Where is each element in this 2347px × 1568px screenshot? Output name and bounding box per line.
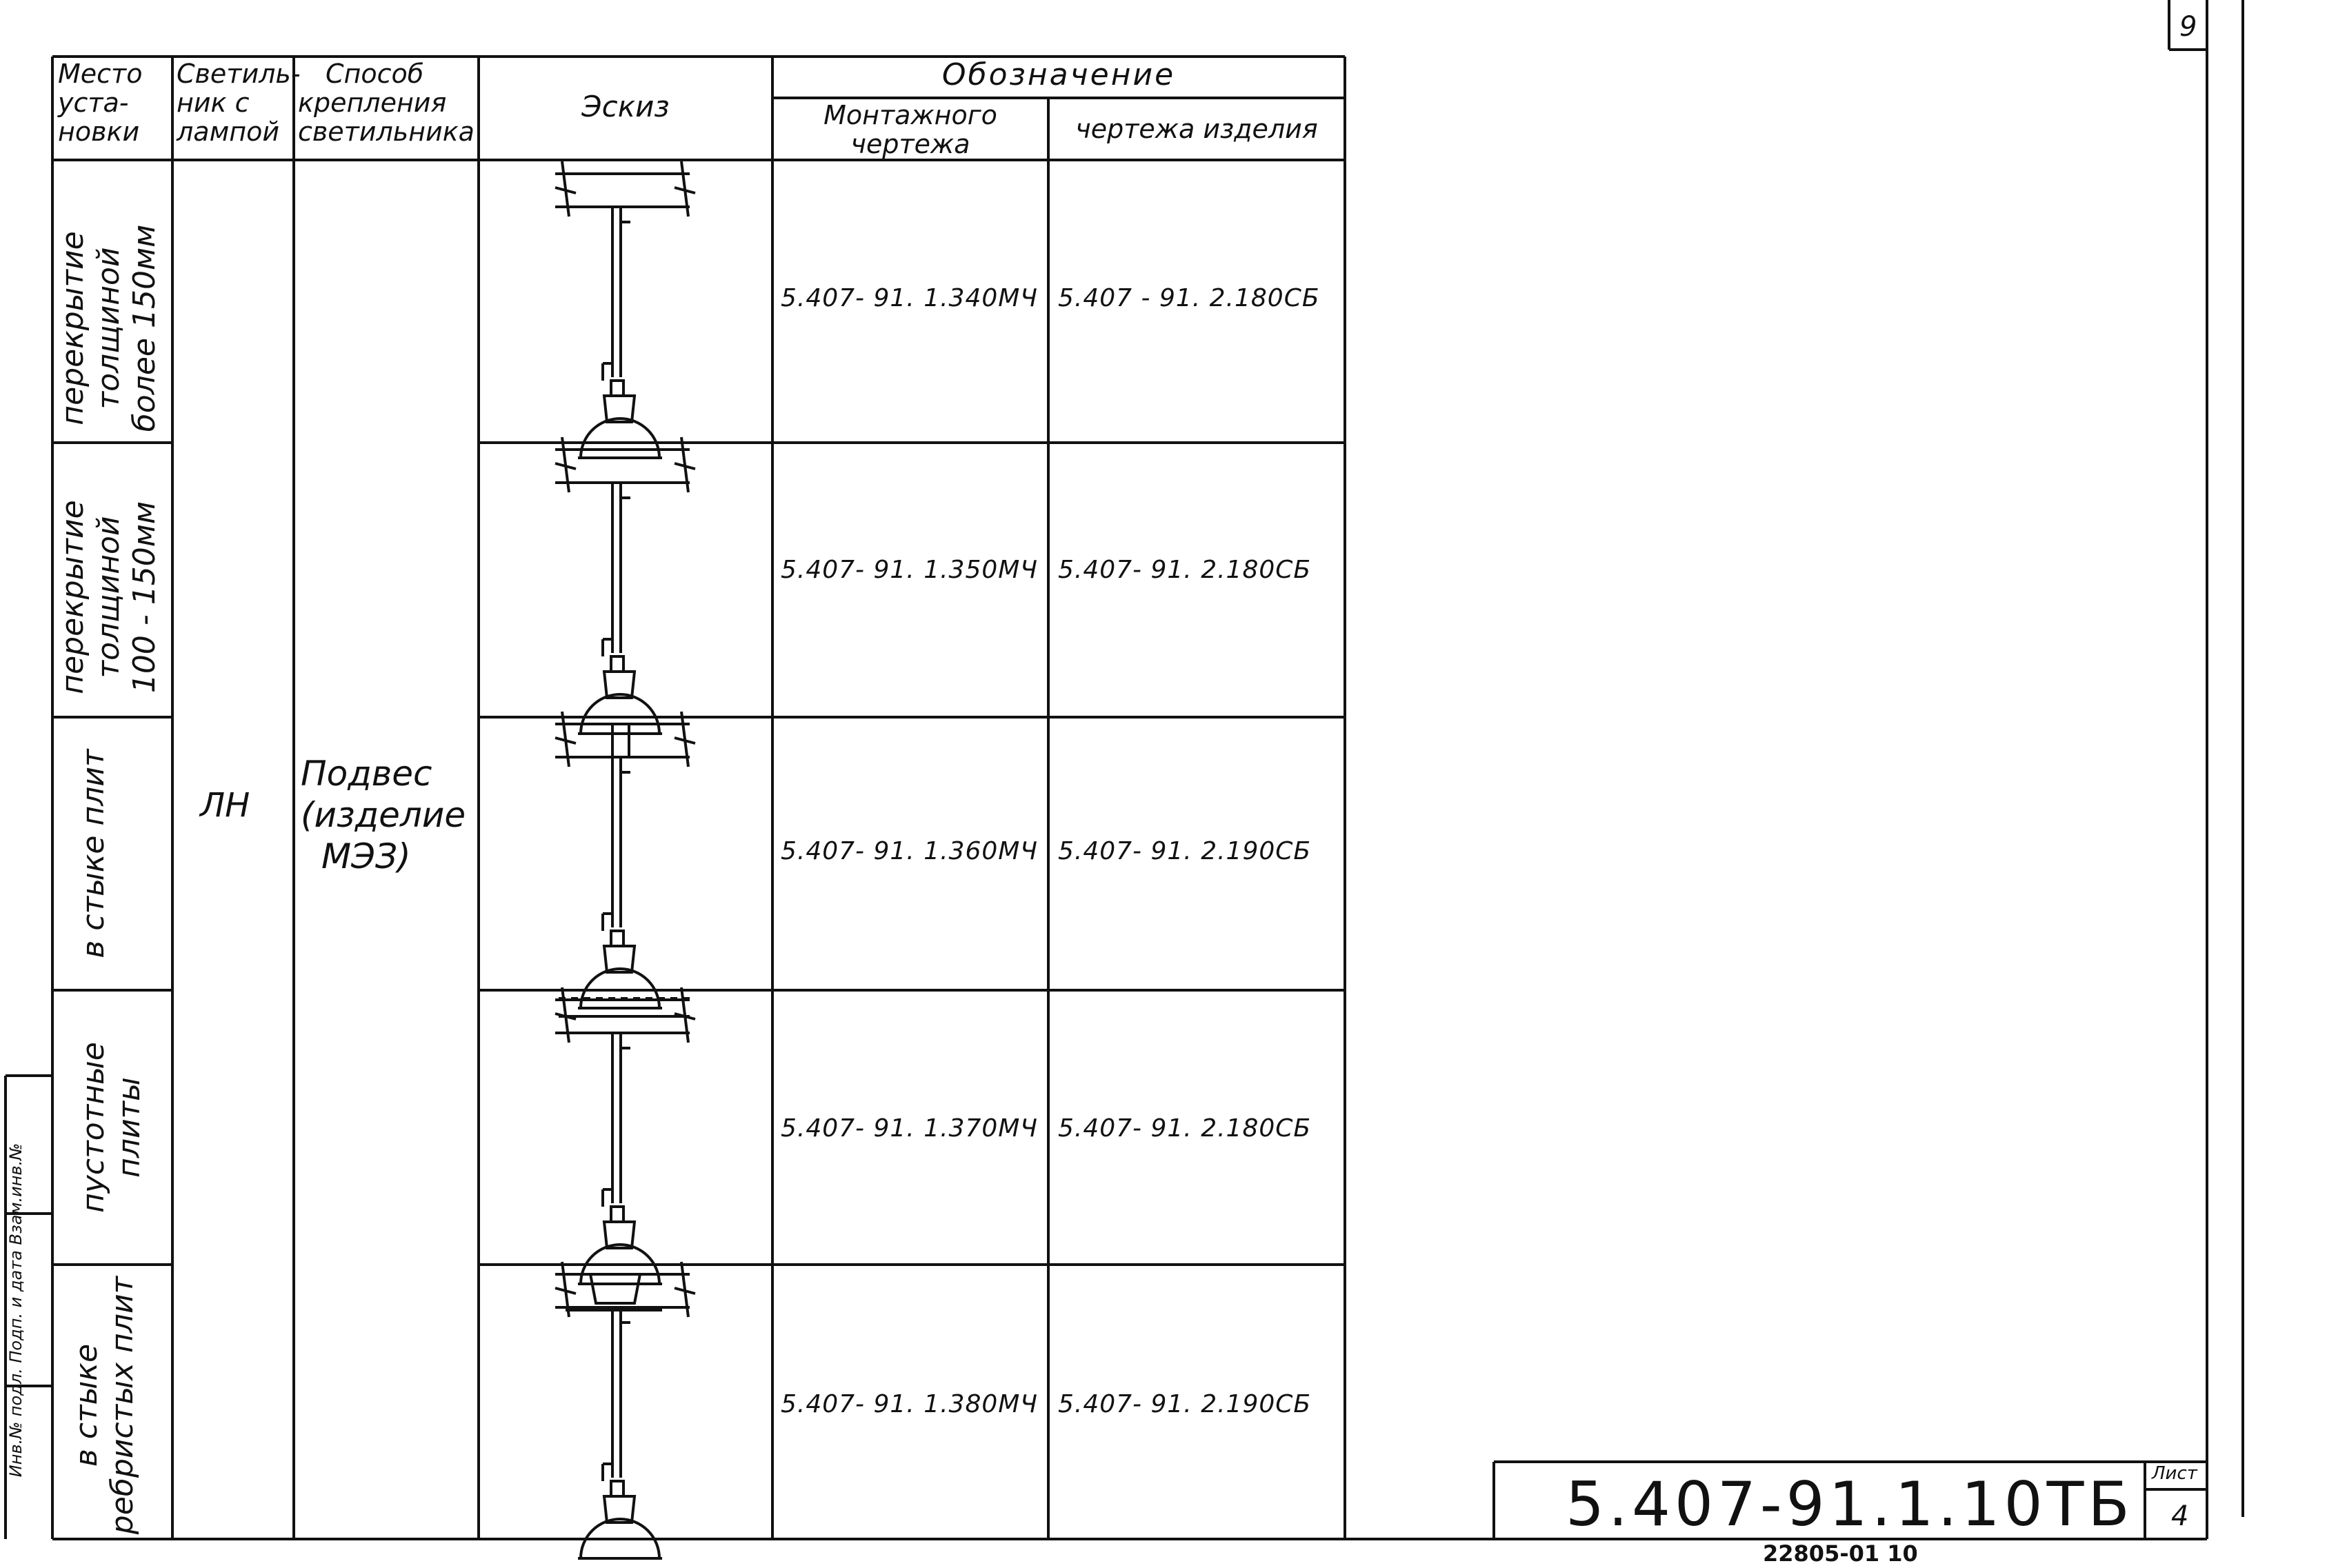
mount-method-line: МЭЗ): [321, 836, 411, 876]
header-product-drawing: чертежа изделия: [1075, 114, 1318, 144]
header-lamp-line: Светиль-: [177, 59, 301, 89]
archive-number: 22805-01 10: [1763, 1540, 1918, 1567]
header-mount-line: крепления: [298, 88, 447, 118]
stamp-sheet-number: 4: [2171, 1500, 2189, 1532]
header-place-line: уста-: [58, 88, 129, 118]
header-mount-line: светильника: [298, 117, 475, 147]
stamp-doc-code: 5.407-91.1.10ТБ: [1566, 1469, 2134, 1540]
header-mount: Способ крепления светильника: [298, 59, 477, 146]
mount-method-line: Подвес: [301, 754, 432, 794]
product-code: 5.407- 91. 2.180СБ: [1058, 556, 1312, 584]
header-assembly: Монтажного чертежа: [772, 101, 1048, 159]
sketch-row-3: [554, 710, 697, 1009]
header-designation: Обозначение: [941, 57, 1176, 92]
header-lamp-line: лампой: [177, 117, 280, 147]
assembly-code: 5.407- 91. 1.380МЧ: [781, 1390, 1038, 1418]
stamp-sheet-label: Лист: [2152, 1463, 2197, 1484]
header-assembly-line: чертежа: [850, 129, 970, 159]
product-code: 5.407- 91. 2.180СБ: [1058, 1114, 1312, 1143]
assembly-code: 5.407- 91. 1.340МЧ: [781, 284, 1038, 312]
product-code: 5.407- 91. 2.190СБ: [1058, 837, 1312, 865]
header-place-line: Место: [58, 59, 143, 89]
header-place: Место уста- новки: [58, 59, 171, 146]
product-code: 5.407 - 91. 2.180СБ: [1058, 284, 1320, 312]
assembly-code: 5.407- 91. 1.370МЧ: [781, 1114, 1038, 1143]
header-lamp-line: ник с: [177, 88, 250, 118]
header-sketch: Эскиз: [581, 90, 670, 123]
mount-method: Подвес (изделие МЭЗ): [301, 753, 466, 877]
left-margin-text: Инв.№ подл. Подп. и дата Взам.инв.№: [6, 1143, 26, 1478]
header-mount-line: Способ: [326, 59, 424, 89]
sketch-row-4: [554, 986, 697, 1285]
sheet-corner-number: 9: [2179, 11, 2197, 43]
header-assembly-line: Монтажного: [823, 100, 997, 130]
sketch-row-1: [554, 160, 697, 459]
mount-method-line: (изделие: [301, 795, 466, 835]
assembly-code: 5.407- 91. 1.350МЧ: [781, 556, 1038, 584]
sketch-row-5: [554, 1260, 697, 1560]
lamp-type: ЛН: [200, 786, 250, 825]
header-place-line: новки: [58, 117, 140, 147]
sketch-row-2: [554, 436, 697, 735]
product-code: 5.407- 91. 2.190СБ: [1058, 1390, 1312, 1418]
assembly-code: 5.407- 91. 1.360МЧ: [781, 837, 1038, 865]
header-lamp: Светиль- ник с лампой: [177, 59, 301, 147]
